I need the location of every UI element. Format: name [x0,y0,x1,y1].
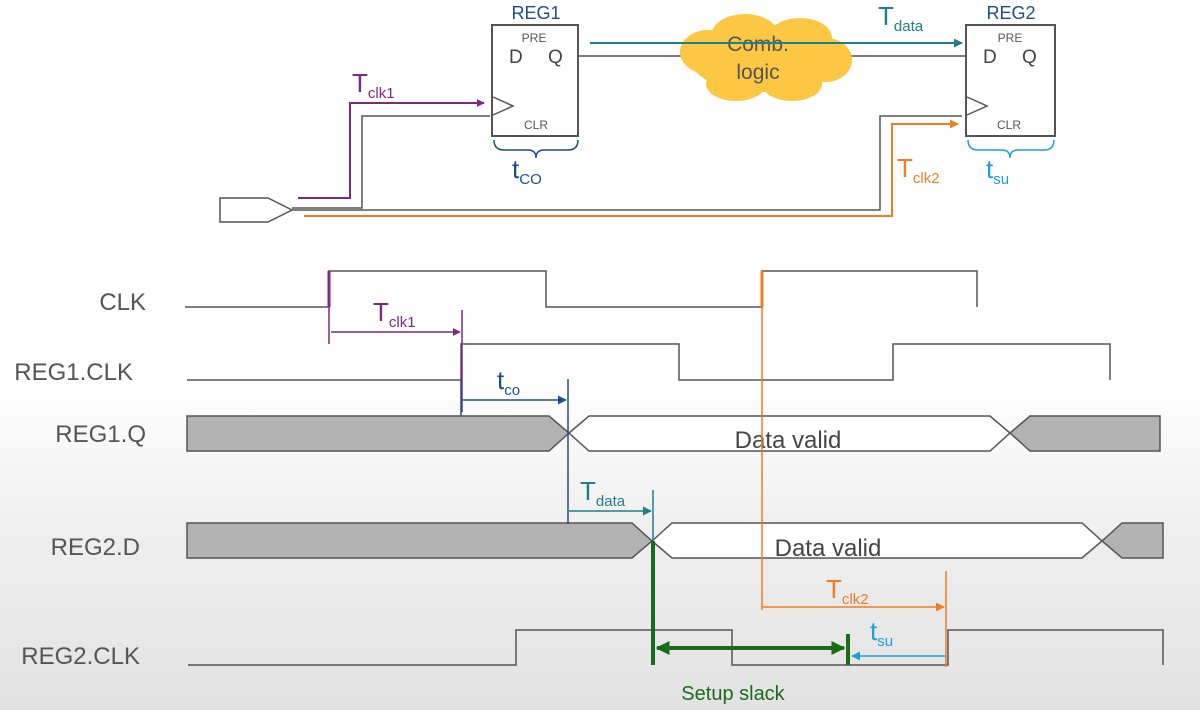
timing-waveforms: CLK REG1.CLK REG1.Q REG2.D REG2.CLK Data… [14,270,1164,705]
reg1-q-pin: Q [548,47,563,68]
reg2-clk-waveform [188,629,1164,666]
clk-wire-reg2 [292,115,962,211]
tdata-label: Tdata [878,1,924,35]
tco-label: tCO [512,154,542,188]
reg1-clk-waveform [187,343,1111,381]
reg2-d-pin: D [983,47,997,68]
reg1-pre-pin: PRE [522,31,547,45]
signal-label-reg2-clk: REG2.CLK [21,643,140,670]
signal-label-reg2-d: REG2.D [51,534,140,561]
reg2-d-invalid-2 [1100,522,1164,559]
tsu-brace [967,139,1055,159]
signal-label-reg1-clk: REG1.CLK [14,359,133,386]
setup-slack-label: Setup slack [681,683,785,705]
comb-logic-line1: Comb. [727,33,789,56]
tclk1-timing-label: Tclk1 [373,297,416,331]
tclk2-path-arrow [304,119,959,217]
clk-wire-reg1 [292,115,490,209]
tsu-label: tsu [986,154,1009,188]
tclk1-label: Tclk1 [352,68,395,102]
comb-logic-cloud: Comb. logic [680,14,852,101]
tdata-timing-label: Tdata [580,476,626,510]
reg2-clock-triangle [966,96,989,116]
clock-input-buffer [219,197,294,223]
circuit-schematic: Tclk1 Tclk2 REG1 PRE D Q CLR REG2 PRE D … [219,1,1056,223]
tco-timing-label: tco [497,365,520,399]
tsu-timing-label: tsu [870,616,893,650]
tclk2-timing-label: Tclk2 [826,574,869,608]
reg1-title: REG1 [511,3,560,23]
reg2-title: REG2 [986,3,1035,23]
reg2-q-pin: Q [1022,47,1037,68]
reg1-q-invalid-2 [1008,415,1161,452]
reg1-clock-triangle [492,96,515,116]
reg2-d-invalid-1 [186,522,654,559]
reg1-clr-pin: CLR [524,118,548,132]
reg2-pre-pin: PRE [998,31,1023,45]
reg2-flipflop: REG2 PRE D Q CLR [965,3,1056,137]
reg2-d-bus-label: Data valid [775,535,882,562]
clk-waveform [185,270,978,308]
comb-logic-line2: logic [736,61,779,84]
reg1-q-invalid-1 [186,415,571,452]
tclk1-path-arrow [298,99,485,199]
tclk2-label: Tclk2 [897,153,940,187]
tco-brace [493,139,579,159]
reg1-d-pin: D [509,47,523,68]
reg2-clr-pin: CLR [997,118,1021,132]
signal-label-reg1-q: REG1.Q [55,421,146,448]
reg1-q-bus-label: Data valid [735,427,842,454]
signal-label-clk: CLK [99,289,146,316]
reg1-flipflop: REG1 PRE D Q CLR [491,3,579,137]
